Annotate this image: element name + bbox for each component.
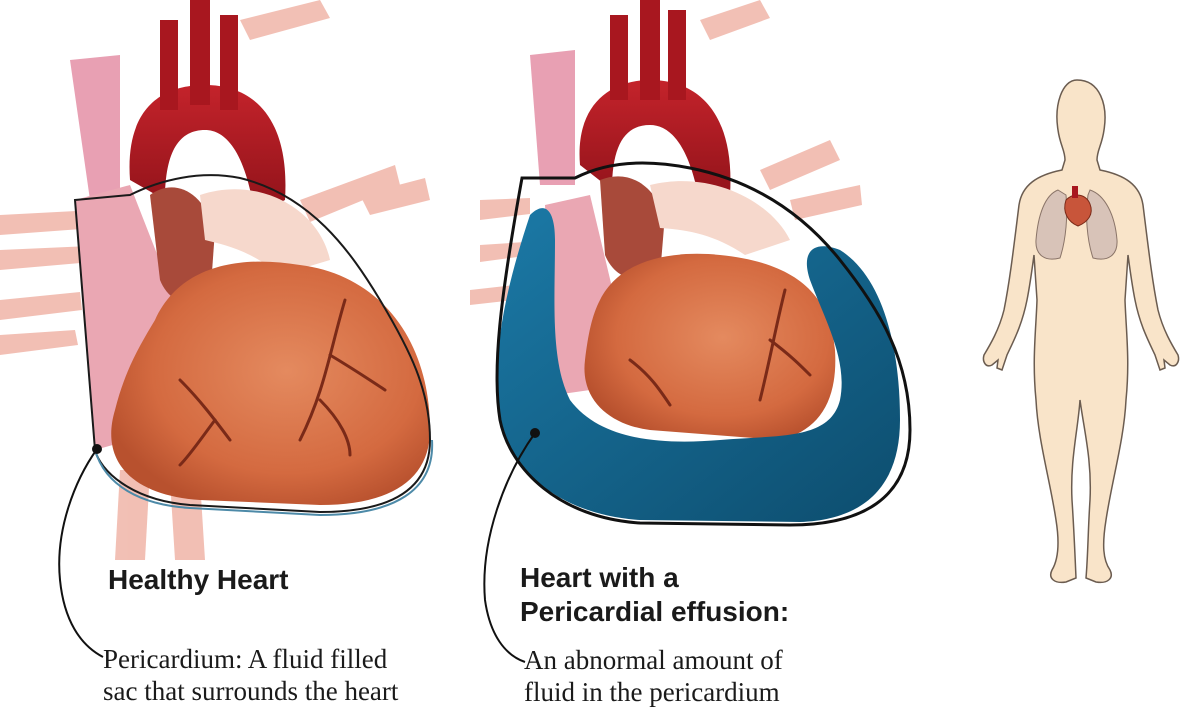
caption-line: An abnormal amount of (524, 644, 783, 676)
aortic-branch (160, 20, 178, 110)
aortic-branch (640, 0, 660, 100)
aortic-branch (668, 10, 686, 100)
pulmonary-vessel (530, 50, 575, 185)
mini-aorta (1072, 186, 1078, 198)
caption-line: fluid in the pericardium (524, 676, 783, 708)
healthy-heart-caption: Pericardium: A fluid filled sac that sur… (103, 643, 398, 707)
healthy-heart-illustration (0, 0, 432, 657)
left-atrium (650, 181, 790, 255)
body-silhouette (983, 80, 1178, 582)
effusion-heart-title: Heart with a Pericardial effusion: (520, 561, 789, 629)
healthy-heart-title: Healthy Heart (108, 563, 289, 597)
title-line: Heart with a (520, 561, 789, 595)
aortic-branch (190, 0, 210, 105)
caption-line: Pericardium: A fluid filled (103, 643, 398, 675)
pericardium-leader-line (59, 449, 103, 657)
aortic-branch (610, 15, 628, 100)
effusion-heart-caption: An abnormal amount of fluid in the peric… (524, 644, 783, 708)
pulmonary-vessel (70, 55, 120, 200)
aortic-branch (220, 15, 238, 110)
title-line: Pericardial effusion: (520, 595, 789, 629)
caption-line: sac that surrounds the heart (103, 675, 398, 707)
body-outline (983, 80, 1178, 582)
myocardium (584, 254, 835, 440)
